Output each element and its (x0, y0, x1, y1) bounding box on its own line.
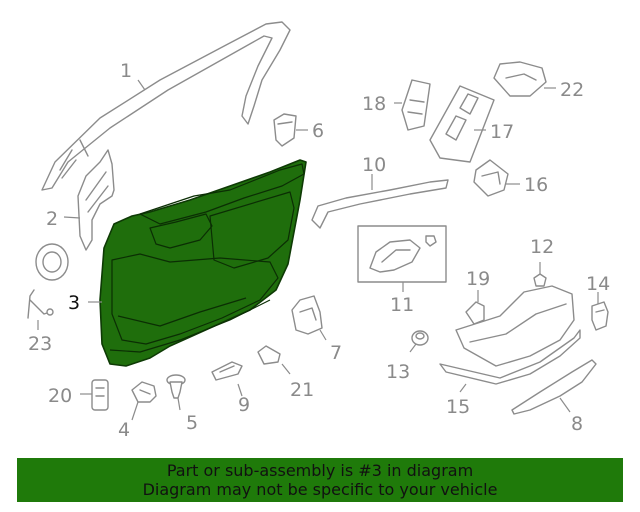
callout-23[interactable]: 23 (28, 333, 52, 355)
callout-7[interactable]: 7 (330, 342, 342, 364)
part-23-speaker-wire[interactable] (27, 243, 69, 319)
part-17-window-switch[interactable] (429, 85, 495, 163)
callout-6[interactable]: 6 (312, 120, 324, 142)
leader-21 (281, 363, 291, 375)
callout-5[interactable]: 5 (186, 412, 198, 434)
part-14-clip[interactable] (591, 301, 609, 331)
part-12-bolt[interactable] (533, 273, 547, 287)
part-19-speaker-grille[interactable] (465, 301, 485, 325)
part-10-belt-molding[interactable] (311, 179, 449, 229)
part-21-retainer[interactable] (257, 345, 281, 365)
part-6-switch-cap[interactable] (273, 113, 297, 147)
leader-15 (459, 383, 467, 393)
callout-12[interactable]: 12 (530, 236, 554, 258)
part-22-bracket[interactable] (493, 61, 547, 97)
part-13-plug[interactable] (411, 330, 429, 346)
leader-9 (237, 383, 243, 397)
leader-4 (131, 401, 139, 421)
exploded-parts-diagram: 1 2 3 4 5 6 7 (27, 21, 610, 441)
callout-11[interactable]: 11 (390, 294, 414, 316)
callout-8[interactable]: 8 (571, 413, 583, 435)
leader-5 (177, 397, 181, 411)
part-5-push-pin[interactable] (166, 374, 186, 399)
part-8-trim-strip[interactable] (511, 359, 597, 415)
fitment-note-banner: Part or sub-assembly is #3 in diagram Di… (17, 458, 623, 502)
callout-22[interactable]: 22 (560, 79, 584, 101)
callout-21[interactable]: 21 (290, 379, 314, 401)
part-2-sail-trim[interactable] (77, 149, 115, 251)
part-16-switch[interactable] (473, 159, 509, 197)
leader-1 (137, 79, 146, 91)
callout-16[interactable]: 16 (524, 174, 548, 196)
callout-2[interactable]: 2 (46, 208, 58, 230)
banner-line-2: Diagram may not be specific to your vehi… (142, 480, 498, 499)
leader-7 (319, 329, 327, 341)
callout-10[interactable]: 10 (362, 154, 386, 176)
part-1-window-molding[interactable] (41, 21, 291, 191)
leader-8 (559, 397, 571, 413)
callout-9[interactable]: 9 (238, 394, 250, 416)
part-4-clip[interactable] (131, 381, 157, 403)
part-20-lamp[interactable] (91, 379, 109, 411)
part-3-door-trim-panel[interactable] (99, 159, 307, 367)
callout-19[interactable]: 19 (466, 268, 490, 290)
part-7-bracket[interactable] (291, 295, 323, 335)
leader-13 (409, 343, 417, 353)
part-15-lower-trim[interactable] (439, 329, 581, 385)
callout-3[interactable]: 3 (68, 292, 80, 314)
part-9-insert[interactable] (211, 361, 243, 381)
callout-20[interactable]: 20 (48, 385, 72, 407)
callout-14[interactable]: 14 (586, 273, 610, 295)
part-armrest-trim[interactable] (455, 285, 575, 367)
callout-15[interactable]: 15 (446, 396, 470, 418)
part-18-seat-switch[interactable] (401, 79, 431, 131)
leader-2 (63, 216, 81, 219)
callout-17[interactable]: 17 (490, 121, 514, 143)
callout-4[interactable]: 4 (118, 419, 130, 441)
callout-13[interactable]: 13 (386, 361, 410, 383)
callout-18[interactable]: 18 (362, 93, 386, 115)
callout-1[interactable]: 1 (120, 60, 132, 82)
banner-line-1: Part or sub-assembly is #3 in diagram (166, 461, 474, 480)
part-11-handle-assembly[interactable] (357, 225, 447, 283)
